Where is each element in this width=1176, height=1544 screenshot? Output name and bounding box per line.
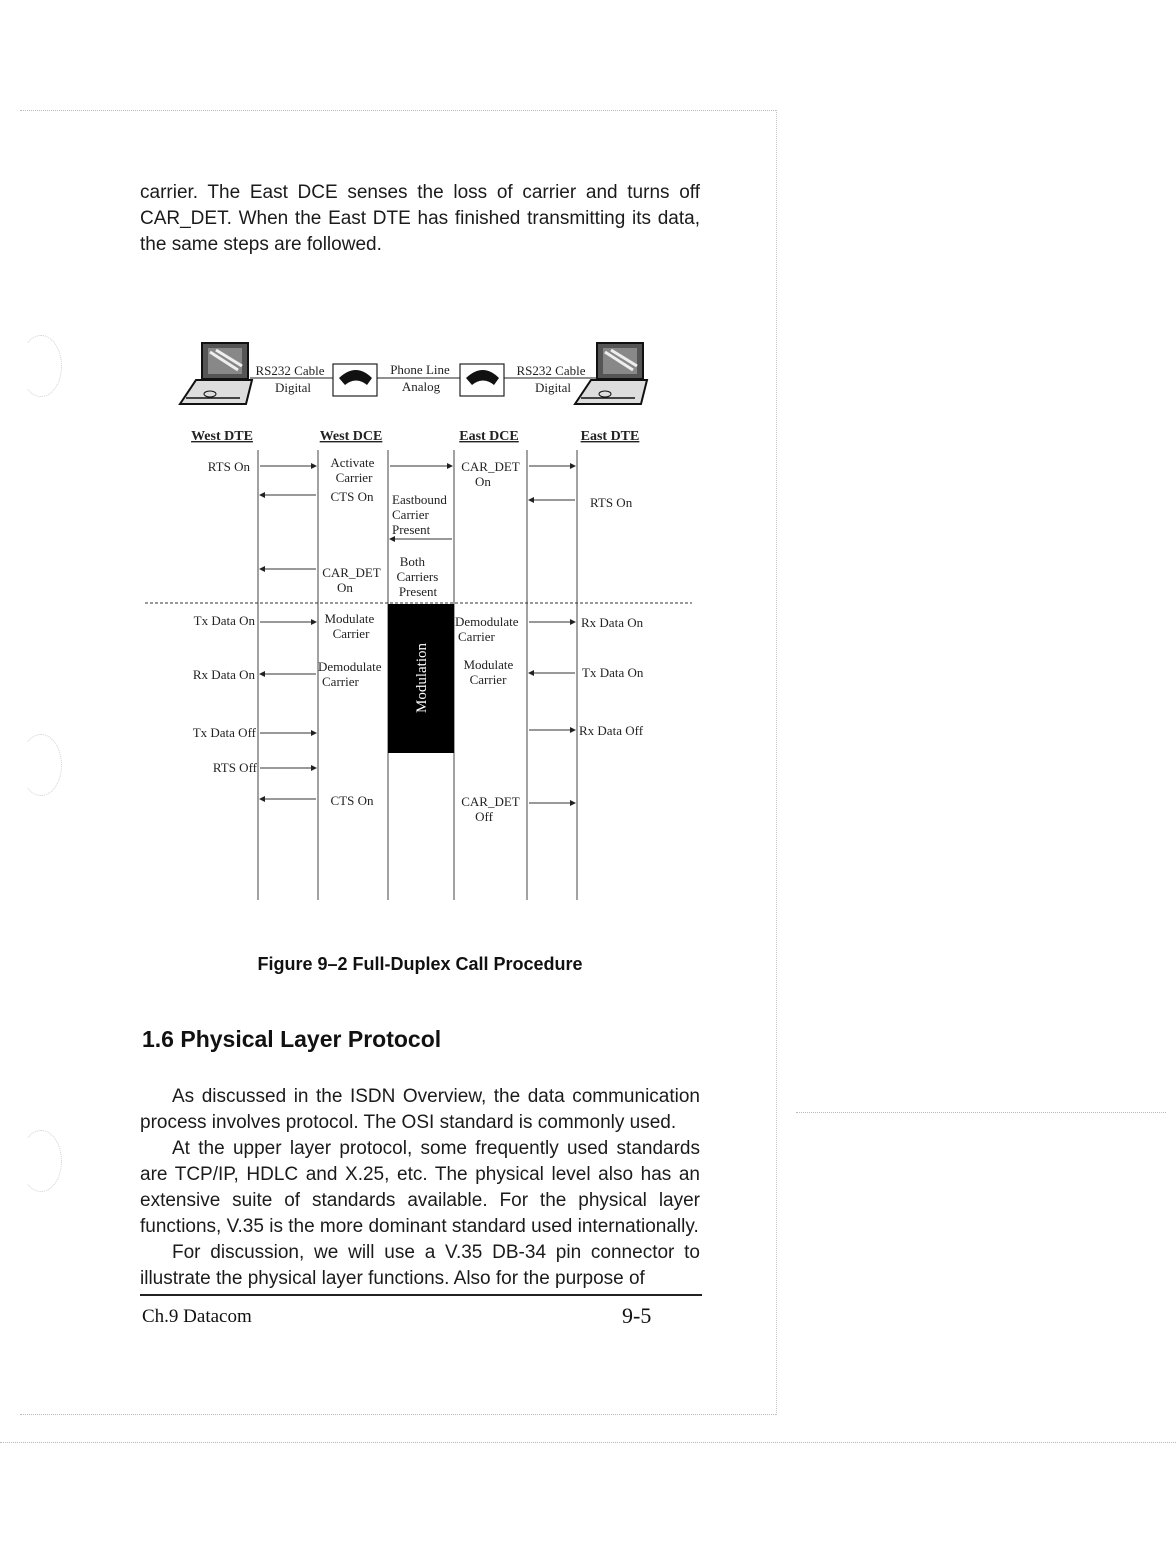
body-paragraph: At the upper layer protocol, some freque… — [140, 1136, 700, 1240]
footer-rule — [140, 1294, 702, 1296]
west-dte-event: Tx Data Off — [193, 725, 257, 740]
phone-line-type: Analog — [402, 379, 441, 394]
east-dce-event: Demodulate Carrier — [455, 614, 522, 644]
laptop-icon — [180, 343, 252, 404]
west-dce-event: Activate Carrier — [330, 455, 377, 485]
phone-line-label: Phone Line — [390, 362, 450, 377]
west-dce-event: CTS On — [331, 489, 374, 504]
column-header-west-dte: West DTE — [191, 429, 253, 444]
right-cable-label: RS232 Cable — [517, 363, 586, 378]
phone-icon — [460, 364, 504, 396]
east-dte-event: Tx Data On — [582, 665, 644, 680]
footer-chapter: Ch.9 Datacom — [142, 1306, 252, 1328]
east-dce-event: CAR_DET On — [461, 459, 523, 489]
full-duplex-call-diagram: RS232 Cable Digital Phone Line Analog RS… — [0, 0, 1176, 920]
west-dce-event: Demodulate Carrier — [318, 659, 385, 689]
page-number: 9-5 — [622, 1303, 651, 1329]
scan-edge-bottom — [20, 1414, 776, 1415]
left-cable-label: RS232 Cable — [256, 363, 325, 378]
body-paragraph: For discussion, we will use a V.35 DB-34… — [140, 1240, 700, 1292]
section-heading: 1.6 Physical Layer Protocol — [142, 1026, 441, 1053]
west-dce-event: Modulate Carrier — [324, 611, 377, 641]
laptop-icon — [575, 343, 647, 404]
body-paragraph: As discussed in the ISDN Overview, the d… — [140, 1084, 700, 1136]
binder-hole — [20, 1130, 62, 1192]
middle-event: Both Carriers Present — [396, 554, 441, 599]
modulation-label: Modulation — [414, 643, 430, 713]
right-cable-type: Digital — [535, 380, 571, 395]
middle-event: Eastbound Carrier Present — [392, 492, 450, 537]
east-dte-event: RTS On — [590, 495, 633, 510]
east-dce-event: Modulate Carrier — [463, 657, 516, 687]
left-cable-type: Digital — [275, 380, 311, 395]
west-dce-event: CTS On — [331, 793, 374, 808]
west-dte-event: Tx Data On — [194, 613, 256, 628]
column-header-west-dce: West DCE — [320, 429, 383, 444]
phone-icon — [333, 364, 377, 396]
east-dte-event: Rx Data On — [581, 615, 644, 630]
east-dte-event: Rx Data Off — [579, 723, 644, 738]
column-header-east-dte: East DTE — [581, 429, 640, 444]
column-header-east-dce: East DCE — [459, 429, 519, 444]
west-dte-event: RTS On — [208, 459, 251, 474]
west-dte-event: RTS Off — [213, 760, 258, 775]
figure-caption: Figure 9–2 Full-Duplex Call Procedure — [140, 954, 700, 975]
scan-edge-lower — [0, 1442, 1176, 1443]
scan-edge-side — [796, 1112, 1166, 1113]
west-dce-event: CAR_DET On — [322, 565, 384, 595]
east-dce-event: CAR_DET Off — [461, 794, 523, 824]
west-dte-event: Rx Data On — [193, 667, 256, 682]
